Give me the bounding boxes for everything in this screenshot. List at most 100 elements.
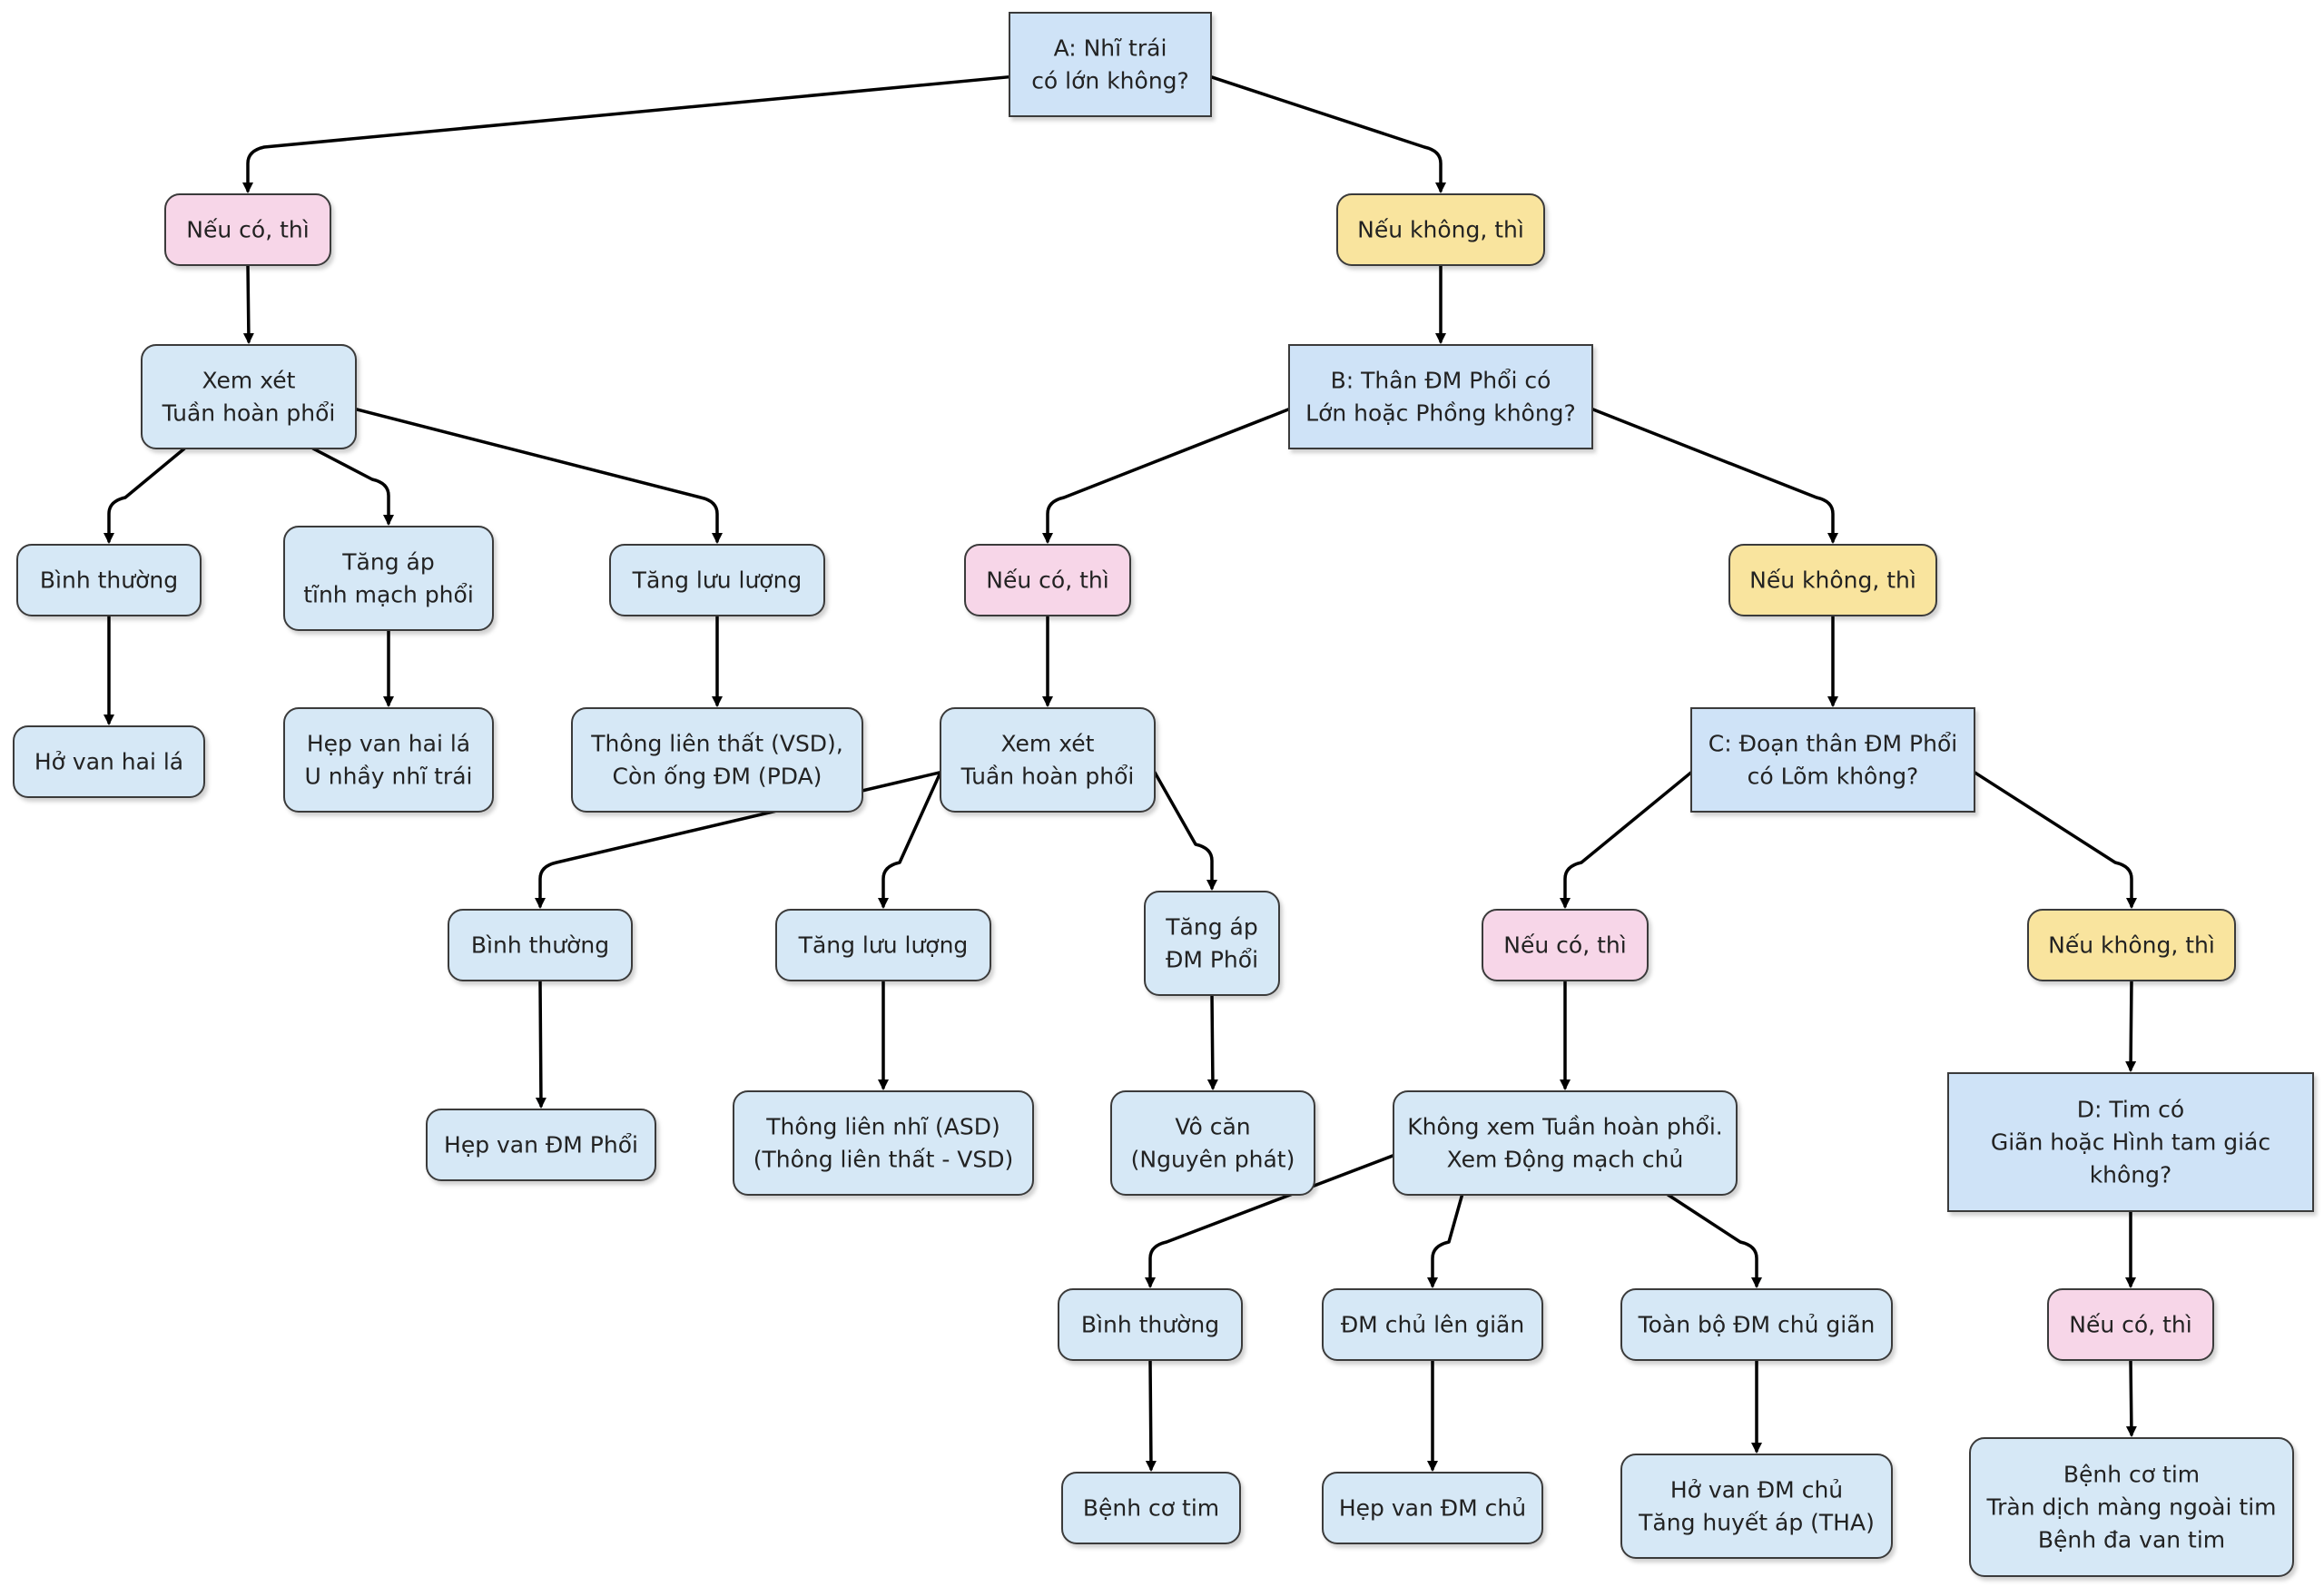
node-c-label-2: có Lõm không? xyxy=(1748,764,1919,790)
node-a-yes-box xyxy=(164,193,331,266)
node-m-xem-label-1: Xem xét xyxy=(1001,731,1095,757)
connector-d-yes-to-d-res xyxy=(2125,1358,2137,1437)
node-m-idio-box xyxy=(1110,1090,1315,1196)
node-c-cm: Bệnh cơ tim xyxy=(1061,1472,1241,1544)
node-l-mr-label-1: Hở van hai lá xyxy=(34,749,183,775)
connector-c-xem-to-c-asc xyxy=(1427,1193,1464,1288)
node-l-vsd-label-1: Thông liên thất (VSD), xyxy=(590,731,843,757)
node-m-normal: Bình thường xyxy=(448,909,633,981)
node-m-normal-box xyxy=(448,909,633,981)
node-b-yes-label-1: Nếu có, thì xyxy=(986,567,1108,594)
node-m-flow: Tăng lưu lượng xyxy=(775,909,991,981)
connector-c-to-c-yes xyxy=(1560,770,1693,909)
connector-c-no-to-d xyxy=(2125,979,2137,1072)
node-c-normal-box xyxy=(1058,1288,1243,1361)
node-c-label-1: C: Đoạn thân ĐM Phổi xyxy=(1709,731,1957,757)
connector-l-xem-to-l-venous xyxy=(311,447,394,526)
node-l-mr: Hở van hai lá xyxy=(13,725,205,798)
node-d-yes: Nếu có, thì xyxy=(2047,1288,2214,1361)
node-m-normal-label-1: Bình thường xyxy=(471,932,609,959)
node-b-label-1: B: Thân ĐM Phổi có xyxy=(1331,368,1551,394)
node-d-res-label-3: Bệnh đa van tim xyxy=(2038,1527,2225,1553)
node-l-mr-box xyxy=(13,725,205,798)
node-a-box xyxy=(1009,12,1212,117)
node-c-asc: ĐM chủ lên giãn xyxy=(1322,1288,1543,1361)
node-l-xem-label-2: Tuần hoàn phổi xyxy=(162,400,336,427)
node-m-ps-label-1: Hẹp van ĐM Phổi xyxy=(444,1132,638,1158)
node-c-cm-box xyxy=(1061,1472,1241,1544)
node-m-asd-label-1: Thông liên nhĩ (ASD) xyxy=(765,1114,1000,1140)
node-c-asc-box xyxy=(1322,1288,1543,1361)
node-b-label-2: Lớn hoặc Phồng không? xyxy=(1305,400,1576,427)
node-l-vsd-box xyxy=(571,707,863,813)
node-c-total-label-1: Toàn bộ ĐM chủ giãn xyxy=(1638,1312,1876,1338)
connector-m-pah-to-m-idio xyxy=(1206,993,1218,1090)
node-l-vsd: Thông liên thất (VSD),Còn ống ĐM (PDA) xyxy=(571,707,863,813)
node-l-ms: Hẹp van hai lá U nhầy nhĩ trái xyxy=(283,707,494,813)
node-c-ar-label-2: Tăng huyết áp (THA) xyxy=(1638,1510,1875,1536)
connector-c-normal-to-c-cm xyxy=(1145,1358,1157,1472)
node-m-ps: Hẹp van ĐM Phổi xyxy=(426,1109,656,1181)
node-b-no-box xyxy=(1728,544,1937,616)
node-d-yes-label-1: Nếu có, thì xyxy=(2069,1312,2191,1338)
node-d-label-1: D: Tim có xyxy=(2077,1097,2184,1123)
node-l-ms-label-1: Hẹp van hai lá xyxy=(307,731,470,757)
connector-c-xem-to-c-total xyxy=(1666,1193,1762,1288)
node-l-venous-box xyxy=(283,526,494,631)
node-m-asd-label-2: (Thông liên thất - VSD) xyxy=(753,1147,1014,1173)
node-d-label-3: không? xyxy=(2090,1162,2172,1188)
connector-m-xem-to-m-flow xyxy=(878,770,942,909)
node-c-ar-label-1: Hở van ĐM chủ xyxy=(1670,1477,1843,1503)
node-c-normal: Bình thường xyxy=(1058,1288,1243,1361)
connector-m-xem-to-m-normal xyxy=(535,770,942,909)
node-m-idio-label-2: (Nguyên phát) xyxy=(1131,1147,1295,1173)
node-l-flow-label-1: Tăng lưu lượng xyxy=(632,567,803,594)
node-l-venous-label-2: tĩnh mạch phổi xyxy=(303,582,474,608)
node-a-yes: Nếu có, thì xyxy=(164,193,331,266)
node-c-box xyxy=(1690,707,1975,813)
node-c-cm-label-1: Bệnh cơ tim xyxy=(1083,1495,1219,1522)
node-m-ps-box xyxy=(426,1109,656,1181)
node-c-yes-box xyxy=(1482,909,1649,981)
node-l-normal-box xyxy=(16,544,202,616)
node-l-ms-box xyxy=(283,707,494,813)
node-m-asd: Thông liên nhĩ (ASD) (Thông liên thất - V… xyxy=(733,1090,1034,1196)
connector-l-xem-to-l-normal xyxy=(103,447,186,544)
node-b-no-label-1: Nếu không, thì xyxy=(1749,567,1916,594)
node-l-ms-label-2: U nhầy nhĩ trái xyxy=(305,764,473,790)
node-l-xem-box xyxy=(141,344,357,449)
node-d-res-label-2: Tràn dịch màng ngoài tim xyxy=(1986,1494,2277,1521)
node-m-pah-label-2: ĐM Phổi xyxy=(1166,947,1258,973)
node-d: D: Tim có Giãn hoặc Hình tam giác không? xyxy=(1947,1072,2314,1212)
node-l-normal-label-1: Bình thường xyxy=(40,567,178,594)
node-m-xem-box xyxy=(940,707,1156,813)
node-c: C: Đoạn thân ĐM Phổi có Lõm không? xyxy=(1690,707,1975,813)
node-d-label-2: Giãn hoặc Hình tam giác xyxy=(1991,1129,2270,1156)
node-b-yes: Nếu có, thì xyxy=(964,544,1131,616)
node-c-xem-label-2: Xem Động mạch chủ xyxy=(1447,1147,1684,1173)
node-l-venous-label-1: Tăng áp xyxy=(341,549,434,576)
node-d-box xyxy=(1947,1072,2314,1212)
node-m-idio: Vô căn(Nguyên phát) xyxy=(1110,1090,1315,1196)
connector-l-xem-to-l-flow xyxy=(354,407,723,544)
node-c-yes: Nếu có, thì xyxy=(1482,909,1649,981)
node-a-no: Nếu không, thì xyxy=(1336,193,1545,266)
node-a-no-label-1: Nếu không, thì xyxy=(1357,217,1524,243)
connector-m-normal-to-m-ps xyxy=(535,979,547,1109)
node-l-xem-label-1: Xem xét xyxy=(202,368,296,394)
node-d-res-box xyxy=(1969,1437,2294,1577)
node-b: B: Thân ĐM Phổi có Lớn hoặc Phồng không? xyxy=(1288,344,1593,449)
node-c-normal-label-1: Bình thường xyxy=(1081,1312,1219,1338)
node-c-total: Toàn bộ ĐM chủ giãn xyxy=(1620,1288,1893,1361)
node-b-box xyxy=(1288,344,1593,449)
node-c-asc-label-1: ĐM chủ lên giãn xyxy=(1341,1312,1524,1338)
node-c-xem-box xyxy=(1393,1090,1738,1196)
node-l-flow: Tăng lưu lượng xyxy=(609,544,825,616)
